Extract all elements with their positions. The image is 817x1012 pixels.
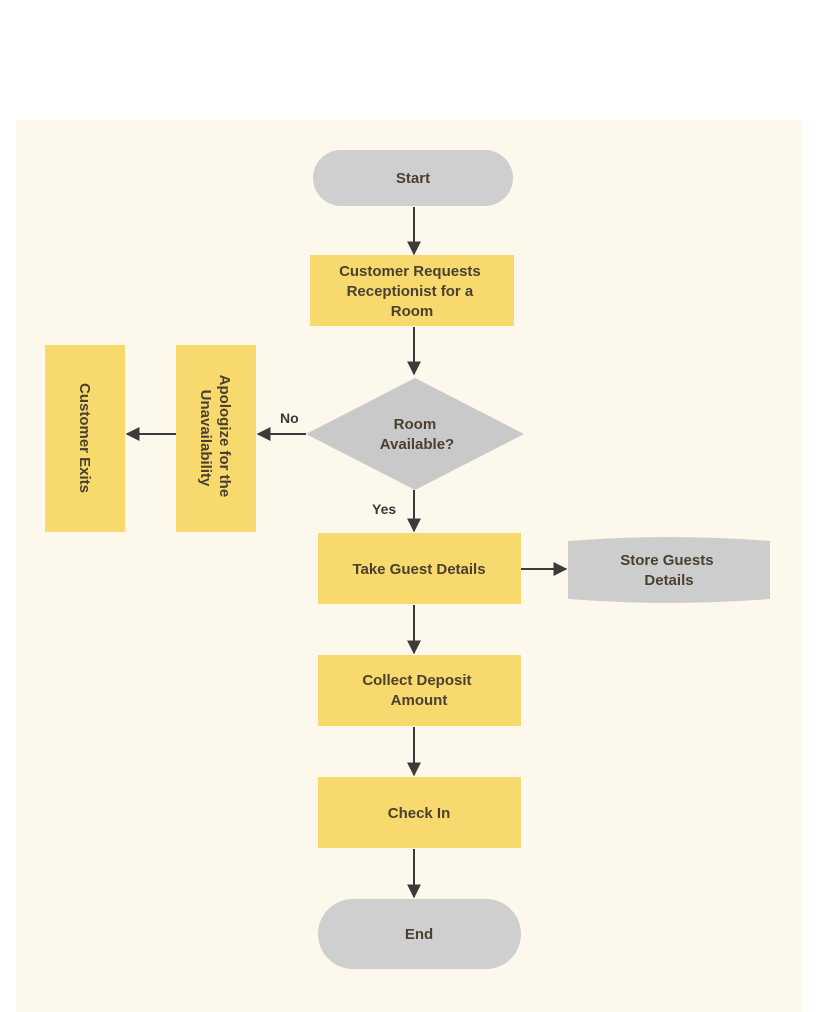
take-details-node: Take Guest Details <box>318 533 521 604</box>
apologize-node: Apologize for the Unavailability <box>176 345 256 532</box>
decision-label-line-1: Room <box>394 416 437 433</box>
request-label: Customer Requests Receptionist for a Roo… <box>339 263 485 320</box>
start-shape <box>313 150 513 206</box>
take-details-shape <box>318 533 521 604</box>
end-node: End <box>318 899 521 969</box>
end-label: End <box>405 926 433 943</box>
decision-label-line-2: Available? <box>380 436 454 453</box>
store-node: Store Guests Details <box>568 537 770 603</box>
deposit-label-line-1: Collect Deposit <box>362 672 471 689</box>
exits-shape <box>45 345 125 532</box>
deposit-label: Collect Deposit Amount <box>362 672 475 709</box>
connectors <box>125 207 568 899</box>
checkin-shape <box>318 777 521 848</box>
request-label-line-1: Customer Requests <box>339 263 481 280</box>
store-label: Store Guests Details <box>620 552 718 589</box>
yes-label: Yes <box>372 501 396 517</box>
apologize-shape <box>176 345 256 532</box>
request-label-line-3: Room <box>391 303 434 320</box>
request-node: Customer Requests Receptionist for a Roo… <box>310 255 514 326</box>
store-shape <box>568 537 770 603</box>
checkin-label: Check In <box>388 805 451 822</box>
decision-node: Room Available? <box>306 378 524 490</box>
start-label: Start <box>396 170 430 187</box>
apologize-label: Apologize for the Unavailability <box>197 375 233 502</box>
decision-label: Room Available? <box>380 416 454 453</box>
no-label: No <box>280 410 299 426</box>
decision-shape <box>306 378 524 490</box>
apologize-label-line-2: Unavailability <box>197 390 214 487</box>
exits-label: Customer Exits <box>76 383 93 493</box>
deposit-label-line-2: Amount <box>391 692 448 709</box>
store-label-line-2: Details <box>644 572 693 589</box>
take-details-label: Take Guest Details <box>352 561 485 578</box>
deposit-node: Collect Deposit Amount <box>318 655 521 726</box>
exits-node: Customer Exits <box>45 345 125 532</box>
end-shape <box>318 899 521 969</box>
request-label-line-2: Receptionist for a <box>347 283 474 300</box>
deposit-shape <box>318 655 521 726</box>
request-shape <box>310 255 514 326</box>
store-label-line-1: Store Guests <box>620 552 713 569</box>
apologize-label-line-1: Apologize for the <box>216 375 233 498</box>
checkin-node: Check In <box>318 777 521 848</box>
start-node: Start <box>313 150 513 206</box>
